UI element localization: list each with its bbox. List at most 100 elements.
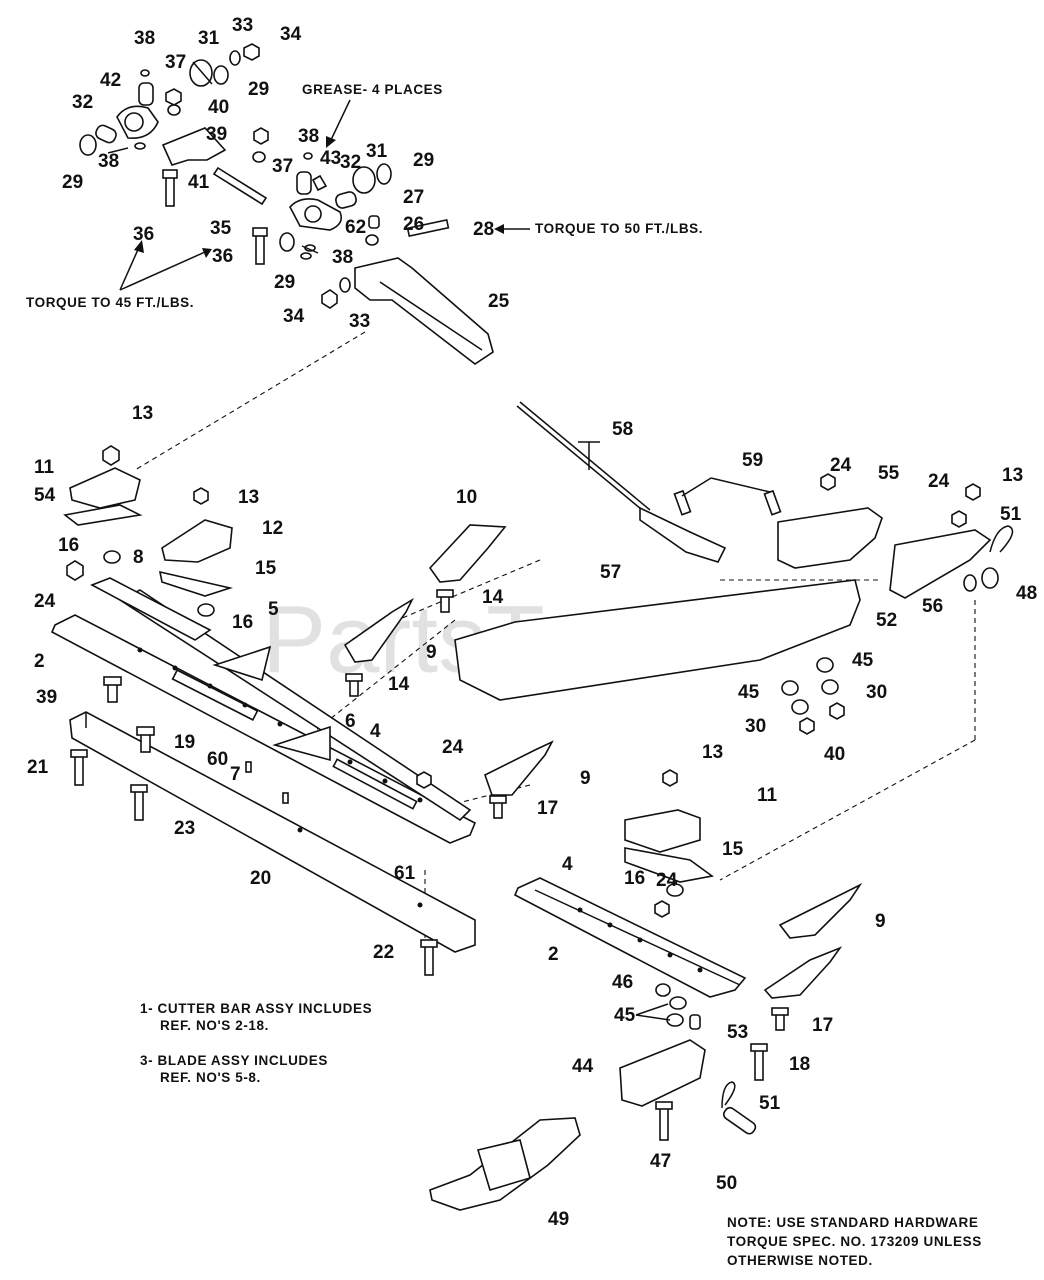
ref-53: 53 (727, 1022, 748, 1043)
ref-24: 24 (34, 591, 56, 612)
ref-24c: 24 (830, 455, 852, 476)
part-32-bushing (95, 124, 117, 144)
part-57-board (454, 579, 861, 701)
part-15-plate (158, 570, 234, 597)
ref-40: 40 (208, 97, 229, 118)
ref-32b: 32 (340, 152, 361, 173)
ref-4: 4 (370, 721, 381, 742)
ref-38d: 38 (332, 247, 353, 268)
reference-numbers: 38 37 31 33 34 29 42 32 40 39 38 29 41 3… (27, 15, 1037, 1230)
ref-33b: 33 (349, 311, 370, 332)
ref-45b: 45 (738, 682, 760, 703)
ref-24e: 24 (656, 870, 678, 891)
ref-60: 60 (207, 749, 228, 770)
part-5-section (212, 645, 272, 682)
ref-46: 46 (612, 972, 633, 993)
part-29-washer (213, 65, 229, 85)
part-52-bracket (889, 529, 992, 599)
ref-25: 25 (488, 291, 510, 312)
ref-11b: 11 (757, 785, 778, 806)
cutter-bar-left (50, 445, 554, 976)
ref-29c: 29 (274, 272, 295, 293)
cutter-bar-right (429, 769, 863, 1211)
right-upper-assembly (454, 401, 1014, 735)
ref-10: 10 (456, 487, 477, 508)
ref-35: 35 (210, 218, 232, 239)
ref-41: 41 (188, 172, 210, 193)
ref-56: 56 (922, 596, 943, 617)
ref-34b: 34 (283, 306, 305, 327)
ref-5: 5 (268, 599, 279, 620)
hardware-note-line1: NOTE: USE STANDARD HARDWARE (727, 1215, 978, 1230)
ref-21: 21 (27, 757, 49, 778)
blade-note-line1: 3- BLADE ASSY INCLUDES (140, 1053, 328, 1068)
part-13-nut (102, 445, 120, 466)
ref-17: 17 (537, 798, 558, 819)
ref-38: 38 (134, 28, 155, 49)
part-10-holddown (428, 524, 507, 583)
ref-24b: 24 (442, 737, 464, 758)
part-55-bracket (777, 507, 883, 569)
ref-9b: 9 (580, 768, 591, 789)
part-28-bolt (406, 218, 450, 238)
annotations: GREASE- 4 PLACES TORQUE TO 50 FT./LBS. T… (26, 82, 982, 1268)
part-41-arm (161, 127, 227, 166)
ref-54: 54 (34, 485, 56, 506)
ref-13d: 13 (702, 742, 723, 763)
pitman-assembly (79, 43, 494, 365)
ref-32: 32 (72, 92, 93, 113)
ref-38b: 38 (98, 151, 119, 172)
hardware-note-line2: TORQUE SPEC. NO. 173209 UNLESS (727, 1234, 982, 1249)
ref-45c: 45 (614, 1005, 636, 1026)
ref-16c: 16 (624, 868, 645, 889)
ref-31: 31 (198, 28, 220, 49)
ref-58: 58 (612, 419, 633, 440)
ref-59: 59 (742, 450, 763, 471)
part-34-nut (243, 43, 260, 61)
ref-29d: 29 (413, 150, 434, 171)
ref-13b: 13 (238, 487, 259, 508)
ref-51: 51 (1000, 504, 1022, 525)
ref-36: 36 (133, 224, 154, 245)
cutter-bar-note-line1: 1- CUTTER BAR ASSY INCLUDES (140, 1001, 372, 1016)
ref-26: 26 (403, 214, 424, 235)
ref-19: 19 (174, 732, 195, 753)
ref-44: 44 (572, 1056, 594, 1077)
ref-18: 18 (789, 1054, 810, 1075)
ref-48: 48 (1016, 583, 1037, 604)
ref-14: 14 (482, 587, 504, 608)
ref-49: 49 (548, 1209, 569, 1230)
cutter-bar-note-line2: REF. NO'S 2-18. (160, 1018, 269, 1033)
part-58-rod (519, 401, 651, 511)
part-9-guard (343, 597, 414, 663)
part-37-sleeve (138, 82, 154, 106)
part-31-bearing (189, 59, 213, 87)
ref-50: 50 (716, 1173, 737, 1194)
ref-7: 7 (230, 764, 241, 785)
ref-42: 42 (100, 70, 121, 91)
ref-34: 34 (280, 24, 302, 45)
ref-2: 2 (34, 651, 45, 672)
ref-20: 20 (250, 868, 271, 889)
ref-24d: 24 (928, 471, 950, 492)
ref-39b: 39 (36, 687, 57, 708)
ref-57: 57 (600, 562, 621, 583)
ref-40b: 40 (824, 744, 845, 765)
ref-37b: 37 (272, 156, 293, 177)
ref-33: 33 (232, 15, 253, 36)
ref-39: 39 (206, 124, 227, 145)
part-54-plate (63, 504, 143, 526)
ref-11: 11 (34, 457, 55, 478)
ref-8: 8 (133, 547, 144, 568)
ref-6: 6 (345, 711, 356, 732)
ref-36b: 36 (212, 246, 233, 267)
ref-15: 15 (255, 558, 277, 579)
ref-22: 22 (373, 942, 394, 963)
ref-9c: 9 (875, 911, 886, 932)
part-36-bolt (165, 175, 175, 207)
ref-15b: 15 (722, 839, 744, 860)
ref-62: 62 (345, 217, 366, 238)
ref-61: 61 (394, 863, 416, 884)
